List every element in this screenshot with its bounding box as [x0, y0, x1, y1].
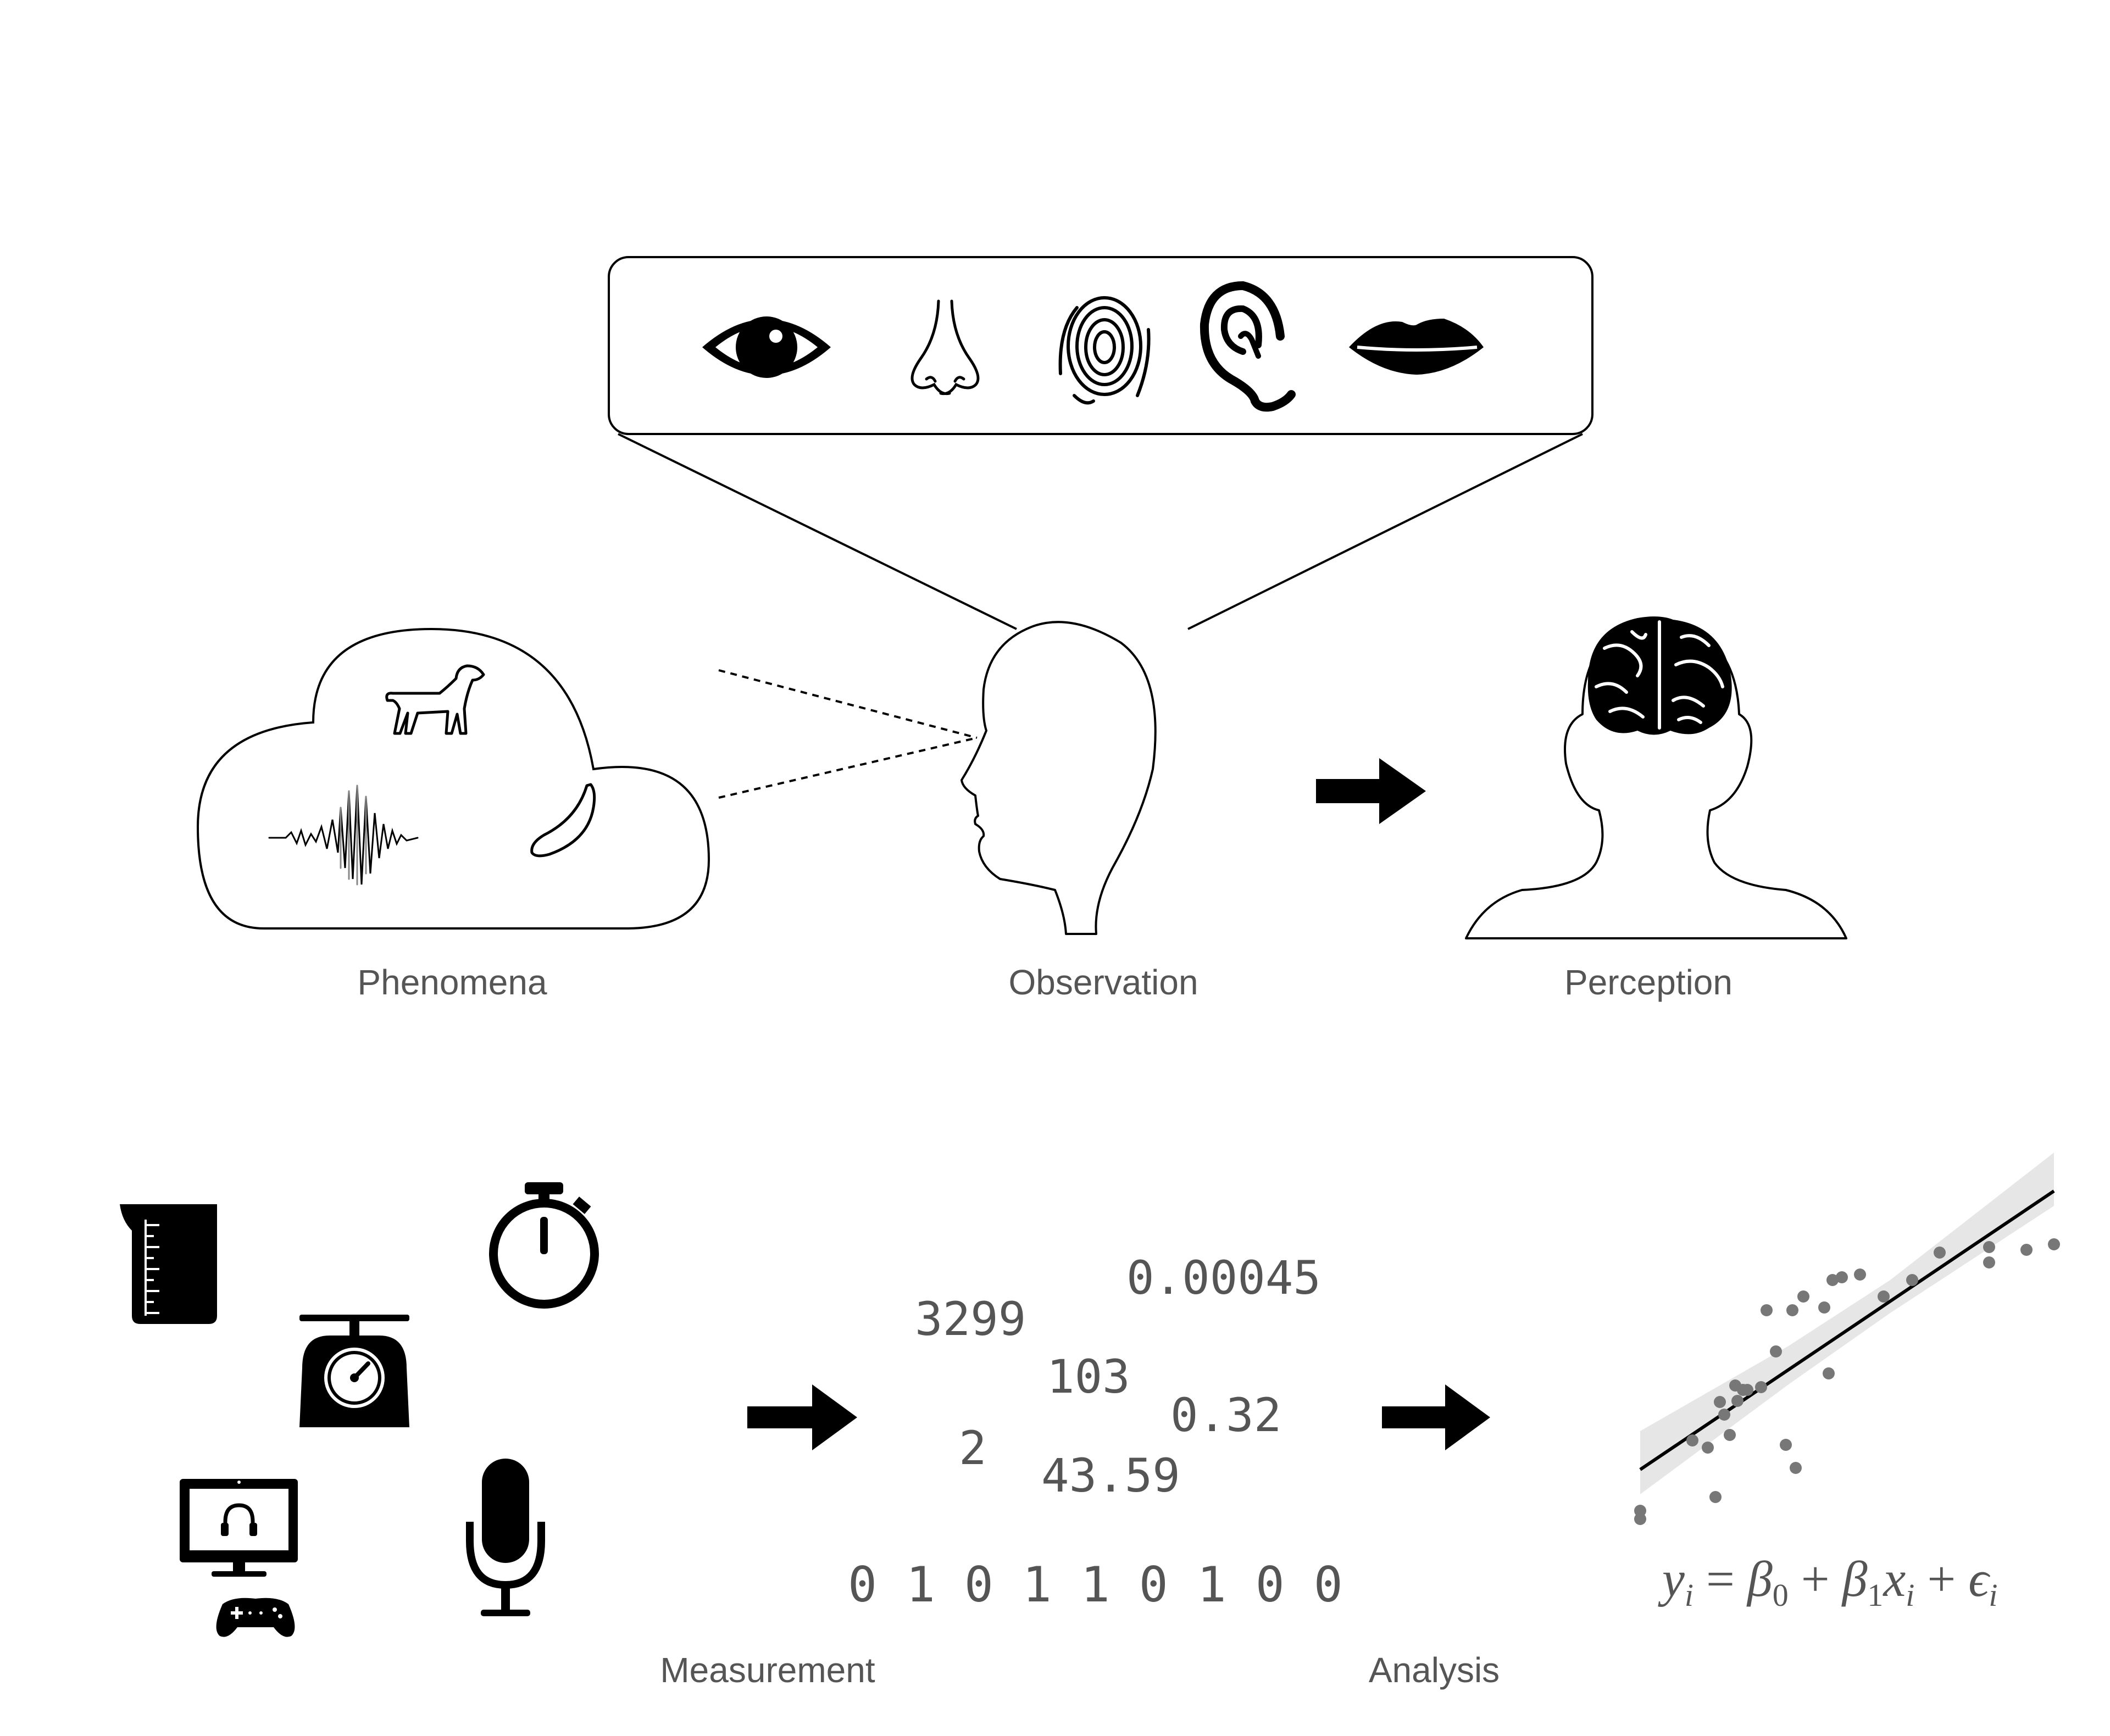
scatter-point	[1686, 1434, 1698, 1446]
scatter-point	[1878, 1290, 1890, 1303]
confidence-band	[1640, 1153, 2054, 1494]
headphones-icon	[221, 1503, 257, 1536]
sight-line-upper	[718, 669, 978, 739]
arrow-to-analysis-icon	[1382, 1384, 1490, 1450]
senses-callout	[608, 256, 1593, 630]
scatter-point	[2020, 1244, 2033, 1256]
scatter-point	[1731, 1395, 1743, 1407]
scatter-point	[1741, 1384, 1753, 1396]
scatter-point	[1786, 1304, 1798, 1316]
equation-text: yi = β0 + β1xi + ϵi	[1658, 1551, 1997, 1613]
measured-values: 0.00045 3299 103 0.32 2 43.59 0 1 0 1 1 …	[848, 1251, 1343, 1613]
fingerprint-icon	[1058, 296, 1151, 405]
regression-equation: yi = β0 + β1xi + ϵi	[1658, 1551, 1997, 1613]
nose-icon	[910, 299, 980, 396]
callout-line-right	[1187, 433, 1583, 630]
value-0.32: 0.32	[1170, 1388, 1281, 1442]
microphone-icon	[466, 1459, 545, 1616]
scatter-point	[1709, 1491, 1722, 1503]
ear-icon	[1200, 281, 1296, 412]
label-perception: Perception	[1564, 962, 1733, 1002]
regression-plot	[1634, 1153, 2060, 1525]
callout-line-left	[618, 433, 1017, 630]
perception-head-icon	[1465, 616, 1847, 939]
brain-icon	[1587, 616, 1732, 735]
dog-icon	[385, 664, 485, 735]
value-0.00045: 0.00045	[1126, 1251, 1321, 1305]
scatter-point	[1702, 1442, 1714, 1454]
lips-icon	[1349, 319, 1484, 375]
data-points	[1634, 1238, 2060, 1525]
label-measurement: Measurement	[660, 1650, 875, 1690]
value-2: 2	[959, 1421, 987, 1475]
gamepad-icon	[216, 1598, 295, 1637]
scatter-point	[1826, 1274, 1839, 1286]
arrow-to-perception-icon	[1316, 758, 1426, 824]
stopwatch-icon	[489, 1182, 599, 1309]
scatter-point	[1634, 1513, 1646, 1525]
label-phenomena: Phenomena	[357, 962, 547, 1002]
scatter-point	[1818, 1301, 1830, 1314]
beaker-icon	[120, 1204, 217, 1324]
scale-icon	[299, 1315, 409, 1427]
observer-head-icon	[960, 621, 1157, 935]
scatter-point	[1983, 1241, 1995, 1253]
eye-icon	[702, 316, 831, 378]
scatter-point	[1906, 1274, 1918, 1286]
scatter-point	[1714, 1396, 1726, 1408]
scatter-point	[1724, 1429, 1736, 1441]
scatter-point	[1836, 1271, 1848, 1283]
label-observation: Observation	[1008, 962, 1198, 1002]
scatter-point	[1780, 1439, 1792, 1451]
scatter-point	[1797, 1290, 1809, 1303]
sound-wave-icon	[268, 784, 419, 886]
monitor-headphones-icon	[180, 1479, 298, 1577]
instruments-group	[120, 1182, 599, 1637]
value-3299: 3299	[915, 1292, 1026, 1346]
value-43.59: 43.59	[1041, 1449, 1180, 1503]
scatter-point	[1983, 1256, 1995, 1268]
phenomena-cloud	[196, 627, 710, 930]
senses-box	[608, 256, 1593, 435]
scatter-point	[1755, 1381, 1767, 1393]
sight-line-lower	[718, 737, 978, 799]
scatter-point	[1823, 1367, 1835, 1379]
banana-icon	[530, 783, 596, 858]
value-103: 103	[1047, 1350, 1130, 1404]
arrow-to-data-icon	[747, 1384, 857, 1450]
scatter-point	[1770, 1345, 1782, 1357]
scatter-point	[1854, 1268, 1866, 1281]
scatter-point	[1761, 1304, 1773, 1316]
scatter-point	[1790, 1462, 1802, 1474]
binary-sequence: 0 1 0 1 1 0 1 0 0	[848, 1556, 1343, 1613]
scatter-point	[2048, 1238, 2060, 1250]
scatter-point	[1718, 1409, 1730, 1421]
regression-line	[1639, 1189, 2055, 1471]
label-analysis: Analysis	[1369, 1650, 1500, 1690]
scatter-point	[1934, 1247, 1946, 1259]
